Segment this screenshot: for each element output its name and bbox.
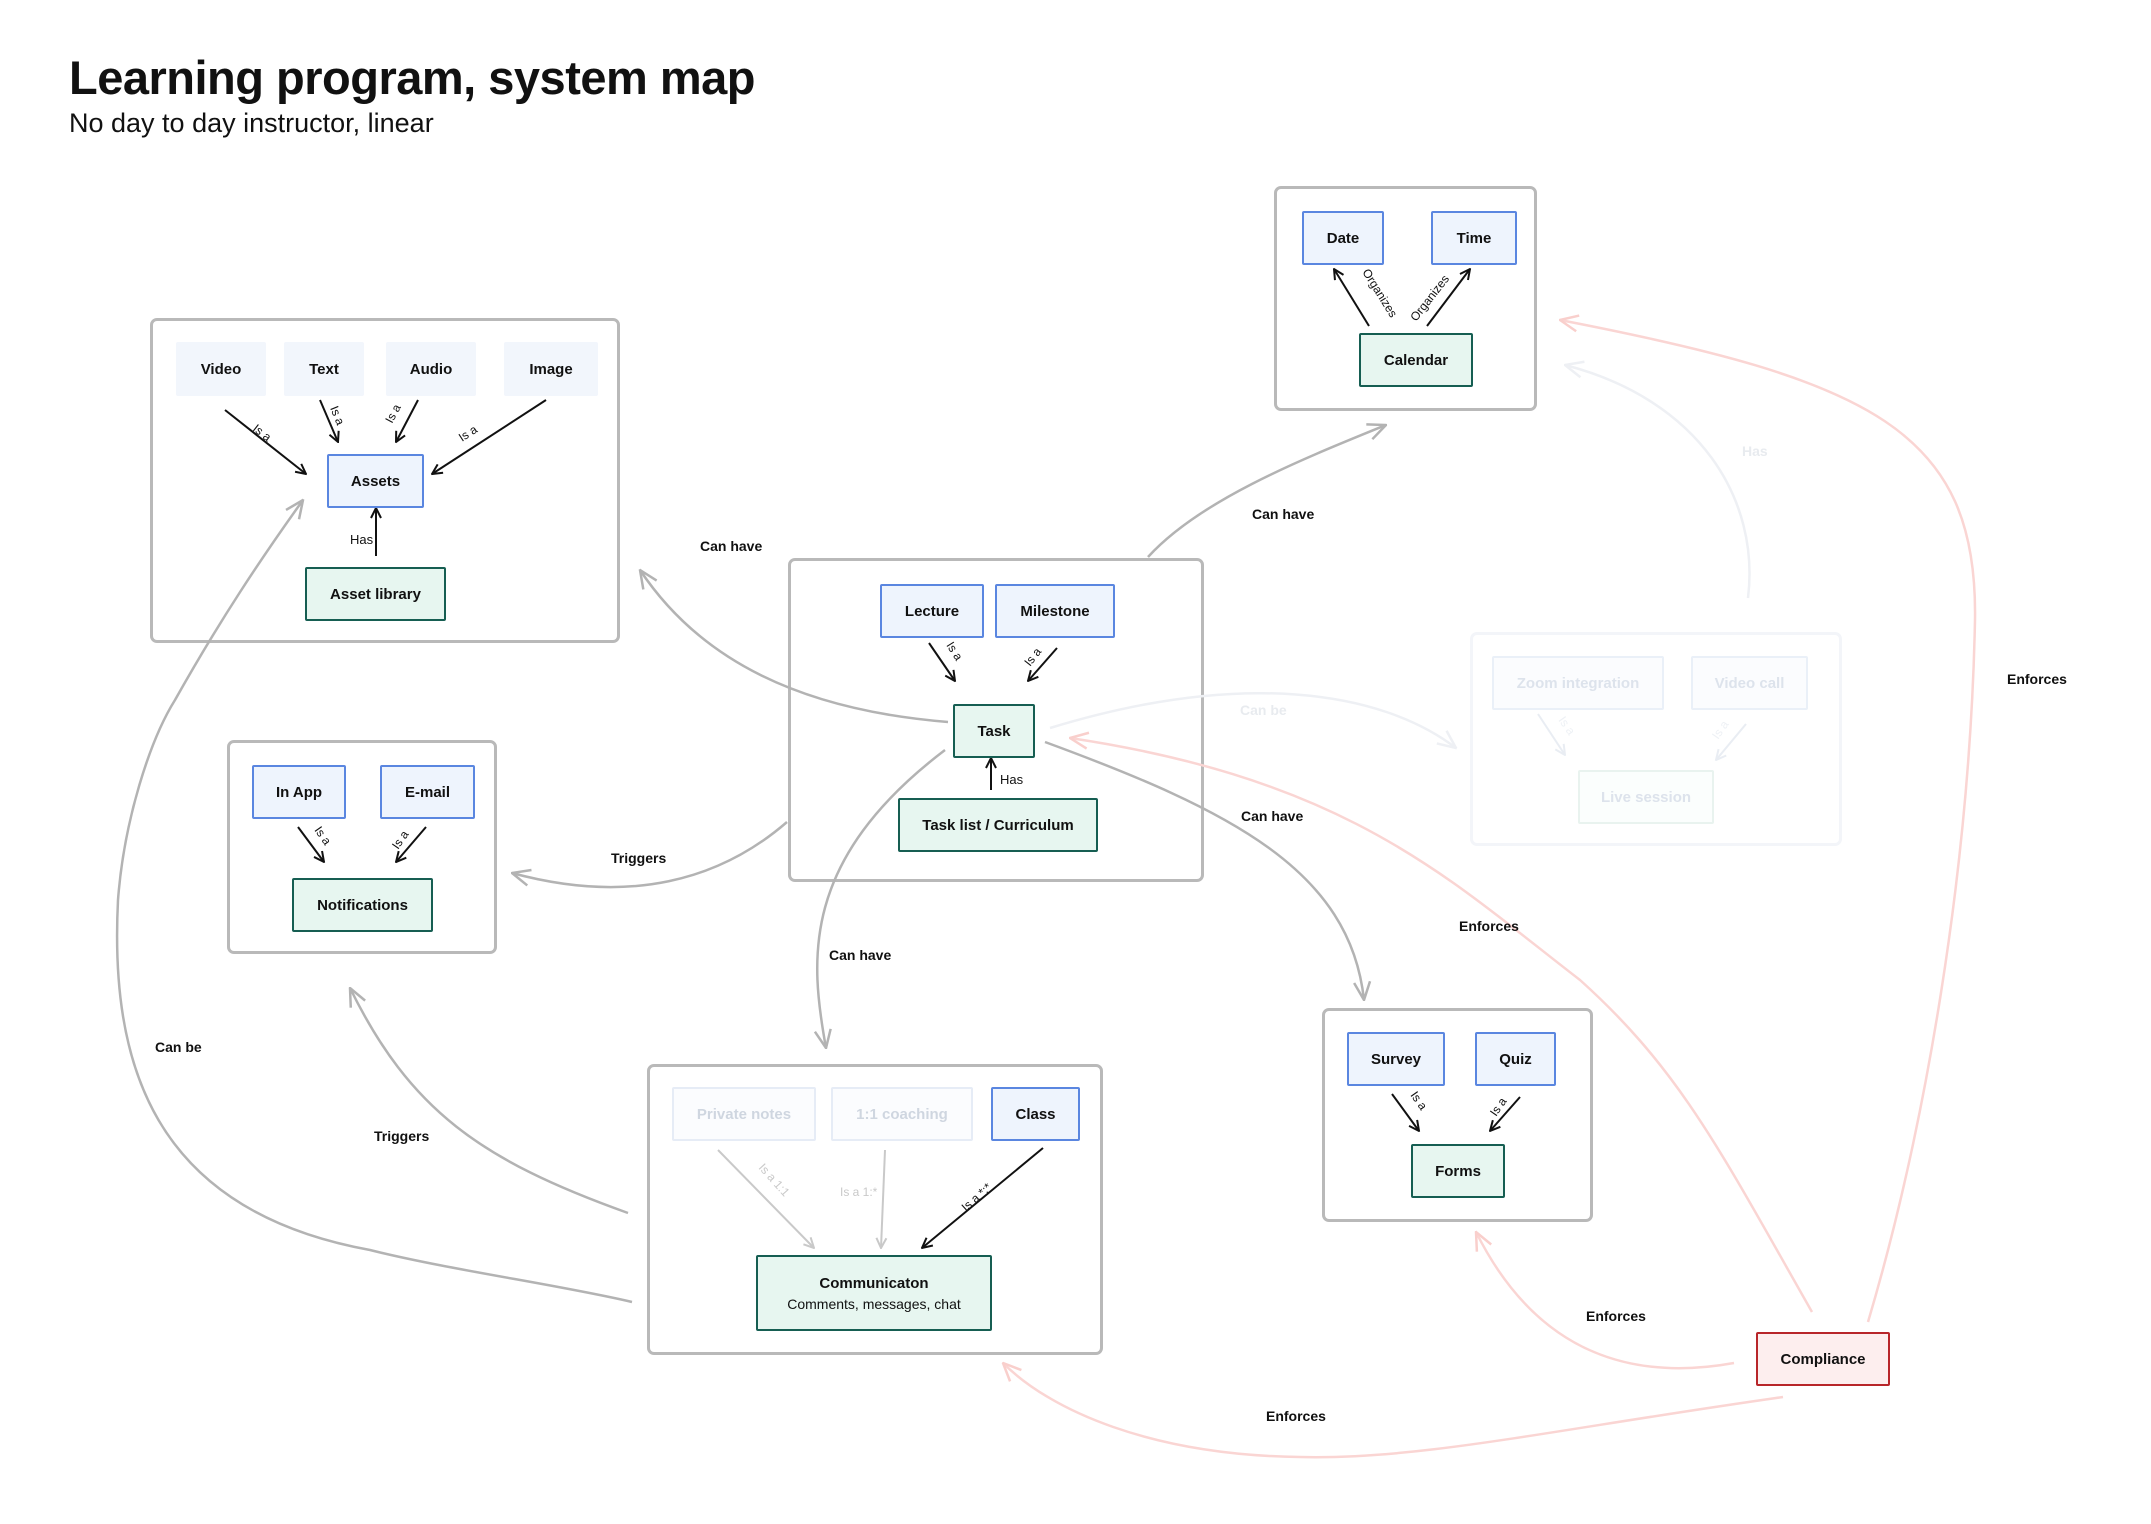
can-have-label-forms: Can have bbox=[1241, 808, 1304, 824]
notifications-node[interactable]: Notifications bbox=[292, 878, 433, 932]
triggers-arrow-communication bbox=[350, 988, 629, 1215]
lecture-node[interactable]: Lecture bbox=[880, 584, 984, 638]
enforces-label-task: Enforces bbox=[1459, 918, 1519, 934]
video-node[interactable]: Video bbox=[176, 342, 266, 396]
enforces-arrow-communication bbox=[1003, 1363, 1784, 1459]
enforces-label-calendar: Enforces bbox=[2007, 671, 2067, 687]
is-a-label-video-call: Is a bbox=[1709, 718, 1732, 742]
can-have-arrow-communication bbox=[817, 749, 946, 1048]
page-subtitle: No day to day instructor, linear bbox=[69, 108, 434, 138]
can-be-arrow-live bbox=[1049, 692, 1456, 748]
assets-node[interactable]: Assets bbox=[327, 454, 424, 508]
is-a-1-many-label: Is a 1:* bbox=[840, 1185, 878, 1199]
triggers-label-task: Triggers bbox=[611, 850, 667, 866]
class-node[interactable]: Class bbox=[991, 1087, 1080, 1141]
enforces-label-forms: Enforces bbox=[1586, 1308, 1646, 1324]
is-a-label-in-app: Is a bbox=[312, 824, 335, 848]
coaching-node[interactable]: 1:1 coaching bbox=[831, 1087, 973, 1141]
audio-node[interactable]: Audio bbox=[386, 342, 476, 396]
image-node[interactable]: Image bbox=[504, 342, 598, 396]
is-a-arrow-text bbox=[319, 399, 338, 442]
can-be-label-live: Can be bbox=[1240, 702, 1287, 718]
task-list-node[interactable]: Task list / Curriculum bbox=[898, 798, 1098, 852]
communication-node[interactable]: Communicaton Comments, messages, chat bbox=[756, 1255, 992, 1331]
zoom-integration-node[interactable]: Zoom integration bbox=[1492, 656, 1664, 710]
enforces-arrow-calendar bbox=[1560, 320, 1977, 1323]
is-a-label-survey: Is a bbox=[1408, 1089, 1431, 1113]
is-a-label-video: Is a bbox=[250, 421, 274, 444]
communication-node-subtitle: Comments, messages, chat bbox=[787, 1295, 961, 1312]
page-title: Learning program, system map bbox=[69, 51, 755, 104]
organizes-label-date: Organizes bbox=[1359, 266, 1400, 320]
organizes-label-time: Organizes bbox=[1407, 272, 1452, 324]
is-a-arrow-lecture bbox=[928, 642, 955, 681]
compliance-node[interactable]: Compliance bbox=[1756, 1332, 1890, 1386]
can-have-arrow-calendar bbox=[1147, 425, 1386, 558]
has-label-task: Has bbox=[1000, 772, 1024, 787]
is-a-label-quiz: Is a bbox=[1487, 1095, 1510, 1119]
is-a-arrow-survey bbox=[1391, 1093, 1419, 1131]
is-a-label-lecture: Is a bbox=[943, 639, 965, 663]
time-node[interactable]: Time bbox=[1431, 211, 1517, 265]
email-node[interactable]: E-mail bbox=[380, 765, 475, 819]
text-node[interactable]: Text bbox=[284, 342, 364, 396]
communication-node-title: Communicaton bbox=[819, 1274, 929, 1292]
is-a-arrow-audio bbox=[396, 399, 419, 442]
triggers-label-communication: Triggers bbox=[374, 1128, 430, 1144]
has-label-live: Has bbox=[1742, 443, 1768, 459]
quiz-node[interactable]: Quiz bbox=[1475, 1032, 1556, 1086]
live-session-node[interactable]: Live session bbox=[1578, 770, 1714, 824]
can-be-label-asset: Can be bbox=[155, 1039, 202, 1055]
is-a-arrow-coaching bbox=[881, 1149, 885, 1248]
organizes-arrow-time bbox=[1426, 269, 1470, 327]
can-have-label-calendar: Can have bbox=[1252, 506, 1315, 522]
has-label-assets: Has bbox=[350, 532, 374, 547]
enforces-label-communication: Enforces bbox=[1266, 1408, 1326, 1424]
can-have-label-assets: Can have bbox=[700, 538, 763, 554]
can-have-arrow-assets bbox=[640, 570, 949, 724]
milestone-node[interactable]: Milestone bbox=[995, 584, 1115, 638]
forms-node[interactable]: Forms bbox=[1411, 1144, 1505, 1198]
is-a-arrow-email bbox=[396, 826, 427, 862]
is-a-label-image: Is a bbox=[456, 422, 480, 444]
can-have-label-communication: Can have bbox=[829, 947, 892, 963]
can-be-arrow-asset bbox=[115, 500, 633, 1304]
calendar-node[interactable]: Calendar bbox=[1359, 333, 1473, 387]
is-a-arrow-zoom bbox=[1537, 713, 1565, 755]
is-a-arrow-video-call bbox=[1716, 723, 1747, 760]
video-call-node[interactable]: Video call bbox=[1691, 656, 1808, 710]
in-app-node[interactable]: In App bbox=[252, 765, 346, 819]
is-a-arrow-class bbox=[922, 1147, 1044, 1248]
survey-node[interactable]: Survey bbox=[1347, 1032, 1445, 1086]
private-notes-node[interactable]: Private notes bbox=[672, 1087, 816, 1141]
is-a-label-audio: Is a bbox=[382, 401, 404, 425]
is-a-arrow-image bbox=[432, 399, 547, 474]
is-a-arrow-private-notes bbox=[717, 1149, 814, 1248]
is-a-many-many-label: Is a *:* bbox=[959, 1180, 995, 1214]
triggers-arrow-task bbox=[512, 821, 788, 889]
is-a-label-zoom: Is a bbox=[1556, 714, 1579, 738]
enforces-arrow-task bbox=[1070, 738, 1814, 1313]
is-a-arrow-quiz bbox=[1490, 1096, 1521, 1131]
asset-library-node[interactable]: Asset library bbox=[305, 567, 446, 621]
enforces-arrow-forms bbox=[1476, 1232, 1735, 1370]
has-arrow-live bbox=[1565, 365, 1751, 599]
is-a-arrow-video bbox=[224, 409, 306, 474]
is-a-label-text: Is a bbox=[327, 404, 347, 427]
can-have-arrow-forms bbox=[1044, 740, 1364, 1000]
organizes-arrow-date bbox=[1334, 269, 1370, 327]
date-node[interactable]: Date bbox=[1302, 211, 1384, 265]
is-a-arrow-milestone bbox=[1028, 647, 1058, 681]
is-a-arrow-in-app bbox=[297, 826, 324, 862]
task-node[interactable]: Task bbox=[953, 704, 1035, 758]
